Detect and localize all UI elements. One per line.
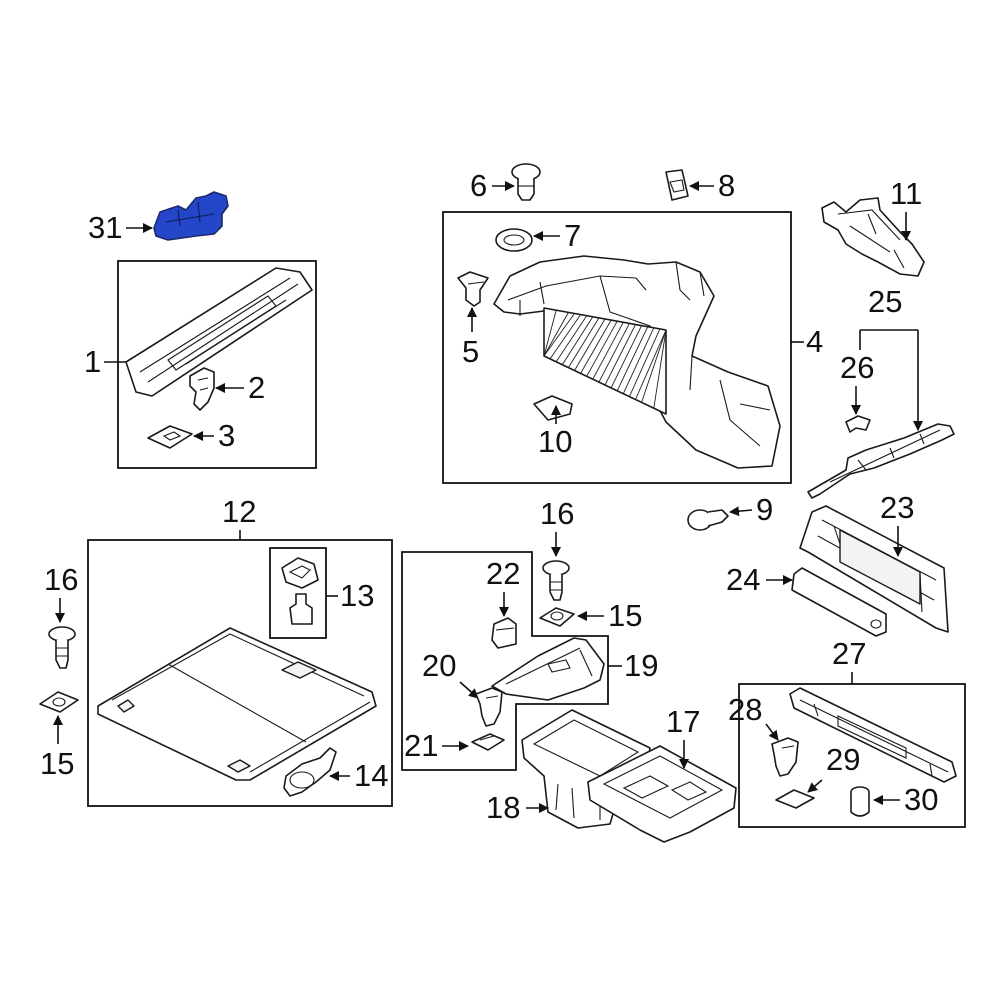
group-box-19 bbox=[401, 551, 609, 771]
part-15a-nut[interactable] bbox=[39, 691, 79, 713]
callout-26[interactable]: 26 bbox=[840, 350, 874, 385]
callout-19[interactable]: 19 bbox=[624, 648, 658, 683]
callout-4[interactable]: 4 bbox=[806, 324, 823, 359]
part-30-cap[interactable] bbox=[850, 786, 870, 817]
callout-24[interactable]: 24 bbox=[726, 562, 760, 597]
part-20-clip[interactable] bbox=[475, 687, 503, 727]
callout-3[interactable]: 3 bbox=[218, 418, 235, 453]
callout-16a[interactable]: 16 bbox=[44, 562, 78, 597]
callout-20[interactable]: 20 bbox=[422, 648, 456, 683]
part-31-highlighted[interactable] bbox=[153, 191, 229, 241]
cargo-net-strand bbox=[653, 329, 667, 409]
callout-7[interactable]: 7 bbox=[564, 218, 581, 253]
part-24-strip[interactable] bbox=[791, 567, 887, 637]
callout-14[interactable]: 14 bbox=[354, 758, 388, 793]
cargo-net-strand bbox=[543, 312, 569, 357]
callout-25[interactable]: 25 bbox=[868, 284, 902, 319]
part-16b-pushpin[interactable] bbox=[542, 560, 570, 601]
cargo-net-strand bbox=[610, 325, 643, 389]
cargo-net-strand bbox=[635, 329, 667, 400]
part-23-scuff-plate[interactable] bbox=[799, 505, 949, 633]
callout-17[interactable]: 17 bbox=[666, 704, 700, 739]
cargo-net-strand bbox=[628, 328, 661, 397]
callout-29[interactable]: 29 bbox=[826, 742, 860, 777]
callout-15b[interactable]: 15 bbox=[608, 598, 642, 633]
part-12-load-floor[interactable] bbox=[97, 627, 377, 781]
cargo-net-strand bbox=[604, 324, 636, 386]
cargo-net-strand bbox=[568, 317, 600, 368]
part-3-pad[interactable] bbox=[147, 425, 193, 449]
part-8-nut[interactable] bbox=[665, 169, 689, 201]
callout-12[interactable]: 12 bbox=[222, 494, 256, 529]
callout-30[interactable]: 30 bbox=[904, 782, 938, 817]
part-14-hook[interactable] bbox=[283, 747, 337, 797]
callout-13[interactable]: 13 bbox=[340, 578, 374, 613]
callout-31[interactable]: 31 bbox=[88, 210, 122, 245]
callout-22[interactable]: 22 bbox=[486, 556, 520, 591]
cargo-net-strand bbox=[555, 315, 588, 363]
callout-1[interactable]: 1 bbox=[84, 344, 101, 379]
callout-11[interactable]: 11 bbox=[890, 176, 922, 211]
part-15b-nut[interactable] bbox=[539, 607, 575, 627]
part-27-sill-plate[interactable] bbox=[789, 687, 957, 783]
cargo-net-strand bbox=[561, 316, 594, 365]
cargo-net-strand bbox=[549, 314, 581, 360]
part-21-pad[interactable] bbox=[471, 733, 505, 751]
part-25-rail[interactable] bbox=[807, 423, 955, 499]
callout-15a[interactable]: 15 bbox=[40, 746, 74, 781]
part-5-clip[interactable] bbox=[457, 271, 489, 307]
part-16a-pushpin[interactable] bbox=[48, 626, 76, 669]
part-1-sill-plate[interactable] bbox=[125, 267, 313, 397]
cargo-net-strand bbox=[616, 326, 649, 391]
callout-6[interactable]: 6 bbox=[470, 168, 487, 203]
part-11-bracket[interactable] bbox=[821, 197, 925, 277]
callout-10[interactable]: 10 bbox=[538, 424, 572, 459]
callout-21[interactable]: 21 bbox=[404, 728, 438, 763]
callout-8[interactable]: 8 bbox=[718, 168, 735, 203]
part-7-plug bbox=[495, 228, 533, 252]
cargo-net-strand bbox=[586, 320, 618, 377]
callout-18[interactable]: 18 bbox=[486, 790, 520, 825]
part-6-pushpin[interactable] bbox=[511, 163, 541, 201]
cargo-net-strand bbox=[598, 323, 630, 383]
part-10-cover[interactable] bbox=[533, 395, 573, 421]
callout-23[interactable]: 23 bbox=[880, 490, 914, 525]
group-box-4 bbox=[442, 211, 792, 484]
callout-28[interactable]: 28 bbox=[728, 692, 762, 727]
cargo-net-strand bbox=[543, 313, 575, 357]
callout-9[interactable]: 9 bbox=[756, 492, 773, 527]
cargo-net-strand bbox=[580, 319, 612, 374]
part-28-clip[interactable] bbox=[771, 737, 799, 777]
part-13-hook[interactable] bbox=[281, 557, 319, 625]
group-box-1 bbox=[117, 260, 317, 469]
part-29-pad[interactable] bbox=[775, 789, 815, 809]
part-26-clip[interactable] bbox=[845, 415, 871, 433]
callout-16b[interactable]: 16 bbox=[540, 496, 574, 531]
part-9-pushpin[interactable] bbox=[687, 509, 729, 531]
group-box-27 bbox=[738, 683, 966, 828]
cargo-net-strand bbox=[574, 318, 606, 371]
part-17-tray[interactable] bbox=[587, 745, 737, 843]
cargo-net-strand bbox=[641, 329, 667, 403]
group-box-12 bbox=[87, 539, 393, 807]
group-box-13 bbox=[269, 547, 327, 639]
callout-5[interactable]: 5 bbox=[462, 334, 479, 369]
cargo-net bbox=[543, 307, 667, 415]
part-2-clip[interactable] bbox=[189, 367, 215, 411]
part-19-panel[interactable] bbox=[491, 637, 605, 701]
part-22-clip[interactable] bbox=[491, 617, 517, 649]
callout-27[interactable]: 27 bbox=[832, 636, 866, 671]
cargo-net-strand bbox=[592, 322, 624, 380]
cargo-net-strand bbox=[543, 310, 557, 357]
cargo-net-strand bbox=[622, 327, 655, 394]
callout-2[interactable]: 2 bbox=[248, 370, 265, 405]
